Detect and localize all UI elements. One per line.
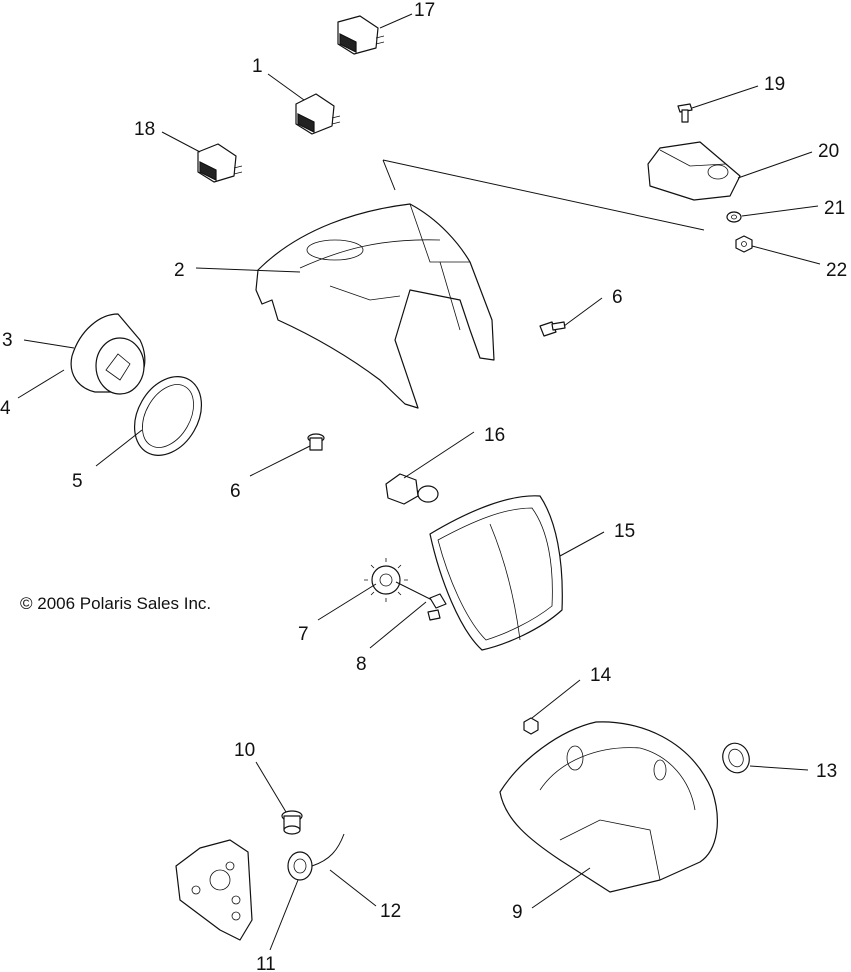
callout-19: 19 xyxy=(764,74,785,95)
leader-21 xyxy=(741,205,819,217)
callout-4: 4 xyxy=(0,398,11,419)
leader-12 xyxy=(329,869,377,907)
callout-6-lower: 6 xyxy=(230,481,241,502)
part-1-switch xyxy=(295,93,341,135)
leader-14 xyxy=(531,679,581,719)
part-16-bulb xyxy=(385,473,439,505)
callout-8: 8 xyxy=(356,654,367,675)
callout-14: 14 xyxy=(590,665,612,686)
callout-11: 11 xyxy=(256,954,276,972)
leader-19 xyxy=(691,85,759,109)
copyright-text: © 2006 Polaris Sales Inc. xyxy=(20,594,211,613)
leader-2 xyxy=(195,267,301,273)
part-11-switch xyxy=(287,851,313,881)
leader-16 xyxy=(403,431,475,479)
leader-3 xyxy=(23,339,75,349)
leader-1 xyxy=(267,73,305,101)
part-20-bracket xyxy=(647,141,741,201)
part-21-washer xyxy=(726,211,742,223)
part-8-rod xyxy=(395,581,447,621)
part-12-wire xyxy=(311,833,345,867)
part-3-4-gauge xyxy=(70,313,146,395)
part-2-pod-housing xyxy=(255,203,495,409)
leader-5 xyxy=(95,429,143,467)
callout-15: 15 xyxy=(614,521,635,542)
leader-10 xyxy=(255,761,287,813)
leader-15 xyxy=(559,531,605,557)
callout-2: 2 xyxy=(174,260,185,281)
leader-9 xyxy=(531,867,591,909)
leader-13 xyxy=(749,765,809,771)
leader-4 xyxy=(17,369,65,399)
part-7-adjuster xyxy=(364,558,408,602)
callout-6-upper: 6 xyxy=(612,287,623,308)
callout-10: 10 xyxy=(234,740,255,761)
callout-7: 7 xyxy=(298,624,309,645)
leader-7 xyxy=(317,583,377,621)
part-13-grommet xyxy=(722,742,750,774)
callout-12: 12 xyxy=(380,901,401,922)
callout-1: 1 xyxy=(252,56,263,77)
part-22-nut xyxy=(735,235,753,253)
callout-20: 20 xyxy=(818,141,839,162)
leader-11 xyxy=(269,879,299,951)
part-14-nut xyxy=(523,717,539,735)
leader-6-upper xyxy=(563,297,603,327)
part-10-bolt xyxy=(281,810,303,835)
callout-3: 3 xyxy=(2,330,13,351)
leader-22 xyxy=(751,245,821,265)
leader-17 xyxy=(379,13,413,29)
callout-22: 22 xyxy=(826,260,847,281)
part-9-lower-housing xyxy=(499,721,718,893)
part-17-switch xyxy=(337,15,385,55)
callout-13: 13 xyxy=(816,761,837,782)
leader-6-lower xyxy=(249,445,311,477)
part-15-headlight xyxy=(429,495,563,651)
leader-18 xyxy=(161,131,201,153)
leader-20 xyxy=(737,151,813,179)
callout-9: 9 xyxy=(512,902,523,923)
part-19-screw xyxy=(677,103,693,123)
callout-17: 17 xyxy=(414,0,435,21)
leader-8 xyxy=(369,601,427,649)
callout-16: 16 xyxy=(484,425,505,446)
part-6-screw-lower xyxy=(307,433,325,451)
part-5-gasket xyxy=(133,376,203,456)
part-6-screw-upper xyxy=(539,321,566,337)
callout-18: 18 xyxy=(134,119,155,140)
callout-21: 21 xyxy=(824,198,845,219)
assembly-line xyxy=(382,159,705,231)
part-bracket-plate xyxy=(175,839,253,941)
callout-5: 5 xyxy=(72,471,83,492)
part-18-switch xyxy=(197,143,243,183)
